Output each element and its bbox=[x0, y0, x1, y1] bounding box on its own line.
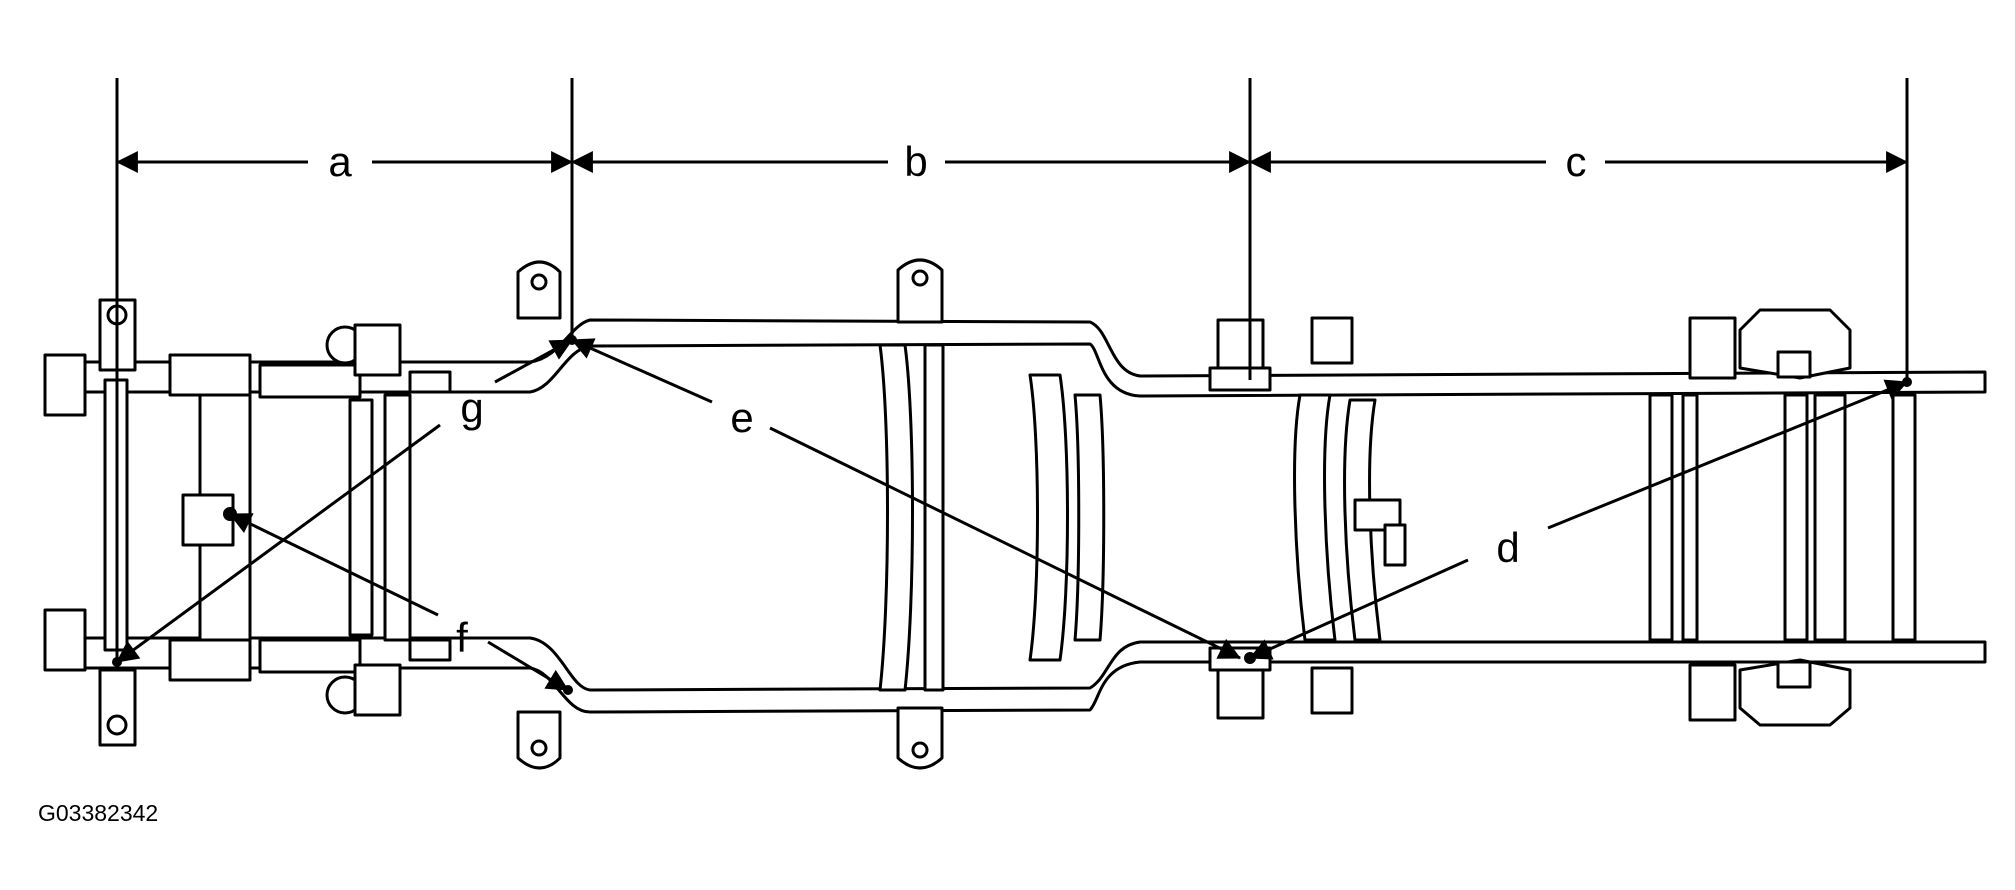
rear-crossmember-3 bbox=[1783, 393, 1809, 642]
shackle-top bbox=[1310, 316, 1354, 365]
rear-cradle-top bbox=[1738, 308, 1852, 380]
dimension-lines bbox=[115, 78, 1909, 692]
figure-code: G03382342 bbox=[38, 800, 159, 826]
frame-rail-top bbox=[48, 318, 1987, 398]
diagonal-e-upper bbox=[570, 338, 713, 404]
diagonal-e-lower bbox=[769, 426, 1241, 660]
label-a: a bbox=[328, 138, 352, 185]
label-c: c bbox=[1566, 138, 1587, 185]
frame-rail-bottom bbox=[48, 636, 1987, 714]
shackle-bottom bbox=[1310, 666, 1354, 715]
rear-crossmember-4 bbox=[1891, 393, 1917, 642]
label-b: b bbox=[904, 138, 927, 185]
mid-crossmember-2 bbox=[1028, 373, 1069, 662]
front-suspension-block bbox=[181, 493, 235, 547]
diagonal-g-lower bbox=[116, 423, 441, 664]
diagonal-d-upper bbox=[1547, 379, 1909, 530]
label-f: f bbox=[456, 614, 468, 661]
label-e: e bbox=[730, 394, 753, 441]
spring-mount-top bbox=[1688, 316, 1737, 380]
rear-crossmember-1 bbox=[1293, 393, 1337, 642]
diagonal-f-lower bbox=[487, 640, 569, 692]
vehicle-frame bbox=[43, 258, 1987, 770]
diagonal-g-upper bbox=[494, 338, 573, 384]
spring-mount-bottom bbox=[1688, 663, 1737, 722]
body-mount-2-bottom bbox=[896, 706, 944, 770]
measurement-points bbox=[112, 335, 1912, 695]
label-d: d bbox=[1496, 524, 1519, 571]
front-crossmember-3 bbox=[383, 393, 412, 642]
front-bracket-left-low bbox=[43, 608, 87, 672]
mid-crossmember-1 bbox=[878, 343, 914, 692]
body-mount-2-top bbox=[896, 258, 944, 324]
front-bracket-left bbox=[43, 353, 87, 417]
label-g: g bbox=[460, 384, 483, 431]
diagonal-f-upper bbox=[229, 512, 439, 617]
rear-crossmember-2 bbox=[1648, 393, 1674, 642]
diagonal-d-lower bbox=[1248, 558, 1469, 660]
front-crossmember-2 bbox=[348, 398, 374, 637]
